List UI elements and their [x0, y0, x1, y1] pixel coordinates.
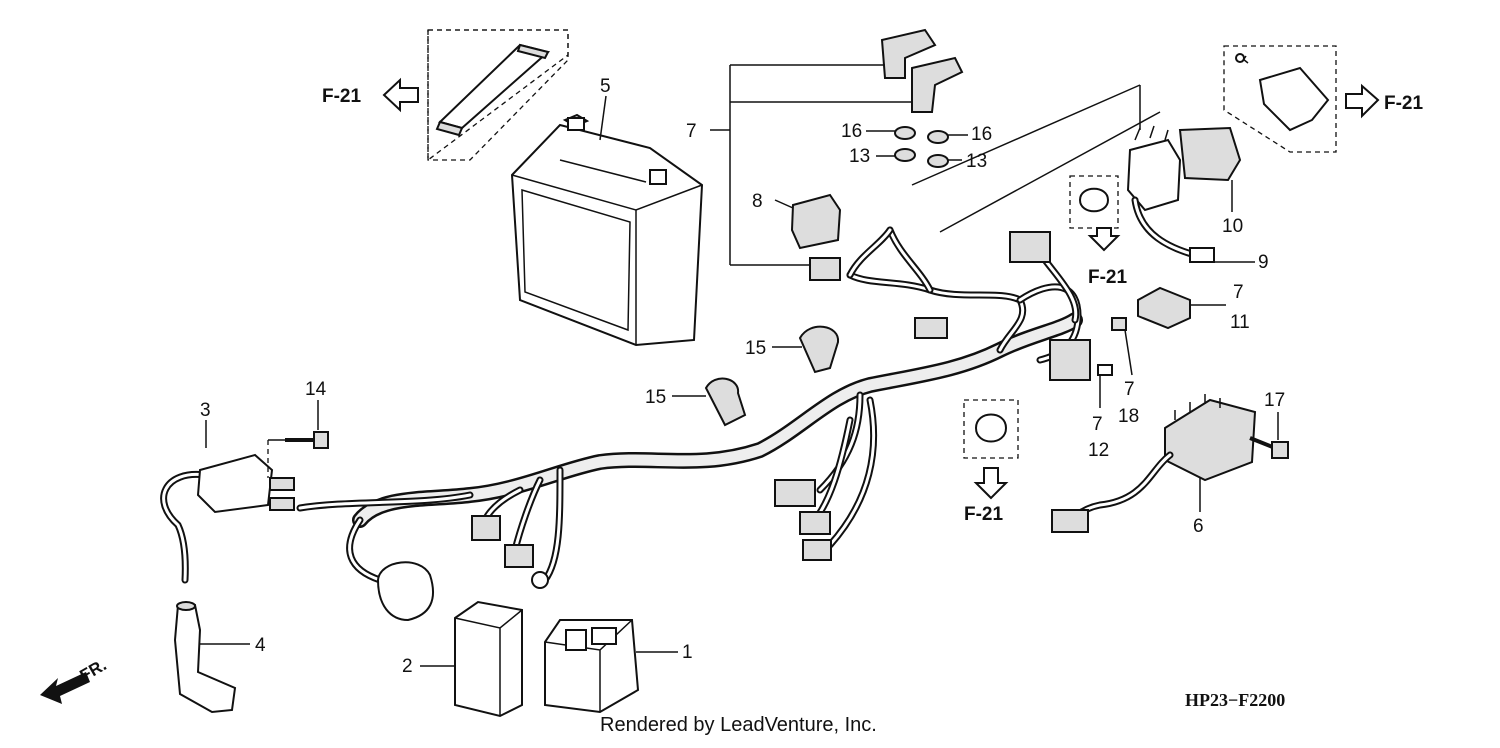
bolt-17: [1249, 436, 1289, 459]
nuts-and-washers: [894, 126, 949, 168]
label-15-upper: 15: [745, 338, 766, 359]
ignition-coil: [160, 439, 295, 584]
label-7-lower-fuse: 7: [1092, 414, 1103, 435]
lower-clamp-group: F-21: [963, 399, 1019, 525]
relay-bracket-group: [1223, 45, 1337, 153]
main-wire-harness: [296, 226, 1083, 584]
battery-band-group: [427, 29, 569, 162]
guide-lines: [911, 84, 1161, 233]
bracket-7-leaders: [710, 64, 912, 266]
fuse-box: [1137, 286, 1191, 330]
front-direction-marker: FR.: [40, 655, 110, 704]
cdi-mount: [544, 619, 640, 714]
terminal-cap-8: [790, 193, 842, 250]
label-7-fuse: 7: [1233, 282, 1244, 303]
alternator-connector: [376, 561, 434, 622]
center-lower-reference-label: F-21: [964, 504, 1004, 525]
label-11: 11: [1230, 312, 1250, 333]
clamp-15-lower: [704, 377, 747, 427]
label-9: 9: [1258, 252, 1269, 273]
label-5: 5: [600, 76, 611, 97]
right-reference-arrow: F-21: [1345, 83, 1424, 119]
left-reference-arrow: F-21: [322, 77, 419, 113]
label-7-top: 7: [686, 121, 697, 142]
starter-relay: [1126, 125, 1242, 212]
diagram-code: HP23−F2200: [1185, 690, 1285, 710]
regulator-rectifier: [1051, 394, 1257, 533]
label-16-left: 16: [841, 121, 862, 142]
bolt-14: [285, 431, 329, 449]
label-1: 1: [682, 642, 693, 663]
label-4: 4: [255, 635, 266, 656]
label-12: 12: [1088, 440, 1109, 461]
label-2: 2: [402, 656, 413, 677]
center-upper-reference-label: F-21: [1088, 267, 1128, 288]
label-8: 8: [752, 191, 763, 212]
label-13-right: 13: [966, 151, 987, 172]
spark-plug-cap: [173, 601, 237, 714]
label-15-lower: 15: [645, 387, 666, 408]
upper-clamp-group: F-21: [1069, 175, 1128, 288]
right-reference-label: F-21: [1384, 93, 1424, 114]
cdi-unit: [454, 600, 523, 718]
fuse-parts: [1097, 317, 1127, 376]
harness-connectors: [471, 231, 1091, 589]
battery: [510, 113, 704, 347]
label-18: 18: [1118, 406, 1139, 427]
label-13-left: 13: [849, 146, 870, 167]
label-16-right: 16: [971, 124, 992, 145]
label-17: 17: [1264, 390, 1285, 411]
left-reference-label: F-21: [322, 86, 362, 107]
label-3: 3: [200, 400, 211, 421]
label-7-upper-fuse: 7: [1124, 379, 1135, 400]
label-10: 10: [1222, 216, 1243, 237]
terminal-covers: [880, 28, 964, 113]
label-6: 6: [1193, 516, 1204, 537]
label-14: 14: [305, 379, 327, 400]
clamp-15-upper: [798, 325, 840, 374]
credit-text: Rendered by LeadVenture, Inc.: [600, 714, 877, 736]
